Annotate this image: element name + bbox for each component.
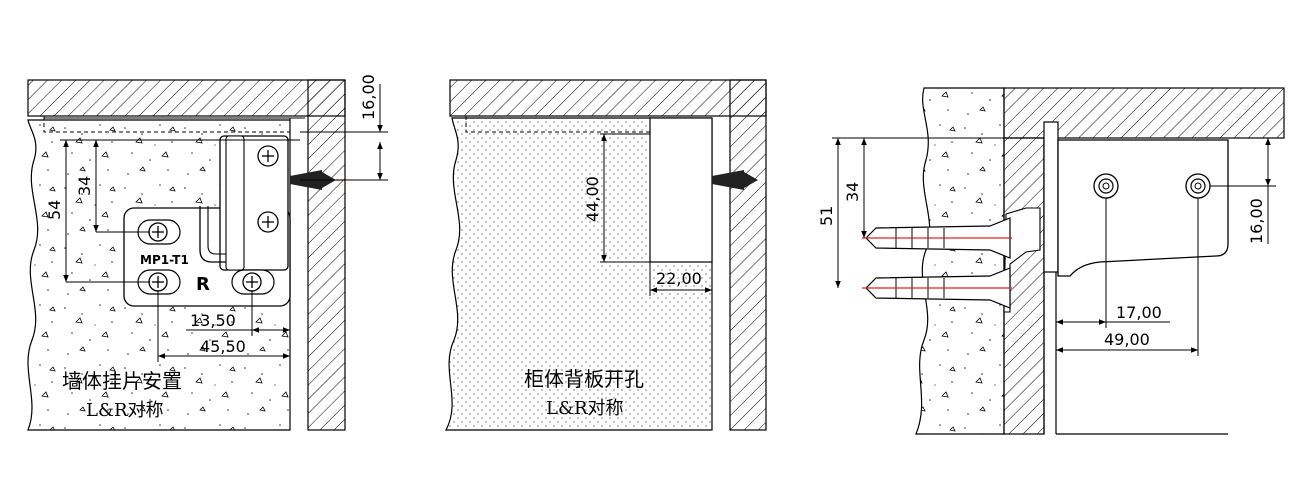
dim-34: 34 [843, 182, 862, 202]
caption-line-2: L&R对称 [546, 398, 624, 419]
dim-51: 51 [817, 206, 836, 226]
caption-line-1: 柜体背板开孔 [524, 367, 644, 391]
screw-icon [1185, 173, 1211, 199]
dim-54: 54 [45, 200, 64, 220]
caption-line-1: 墙体挂片安置 [62, 369, 182, 393]
concrete-wall [915, 87, 1005, 435]
side-section-view: 51 34 16,00 17,00 49,00 [817, 87, 1285, 435]
wall-anchor-icon [862, 217, 1012, 259]
cabinet-top-panel [27, 79, 346, 117]
cabinet-side-panel [729, 79, 767, 431]
wall-anchor-icon [862, 267, 1012, 309]
wall-bracket-view: MP1-T1 R 16,00 34 54 13,50 45,50 墙体挂片安置 … [27, 74, 388, 431]
cabinet-back-view: 44,00 22,00 柜体背板开孔 L&R对称 [445, 79, 767, 431]
screw-icon [1093, 173, 1119, 199]
dim-13-50: 13,50 [190, 311, 236, 330]
cabinet-side-panel [307, 79, 346, 431]
dim-34: 34 [75, 176, 94, 196]
wood-screw-icon [712, 170, 758, 190]
dim-16: 16,00 [359, 74, 378, 120]
dim-22-00: 22,00 [656, 269, 702, 288]
model-mark: MP1-T1 [140, 253, 189, 267]
cutout [649, 117, 713, 263]
side-mark: R [196, 274, 210, 295]
back-panel [445, 117, 713, 431]
screw-icon [137, 219, 181, 245]
dim-44-00: 44,00 [583, 176, 602, 222]
hinge-bracket [1057, 139, 1229, 277]
cabinet-top-panel [449, 79, 767, 117]
screw-icon [257, 211, 279, 233]
dim-17-00: 17,00 [1116, 303, 1162, 322]
caption-line-2: L&R对称 [86, 400, 164, 421]
dim-45-50: 45,50 [200, 337, 246, 356]
screw-icon [257, 145, 279, 167]
dim-16-00: 16,00 [1247, 198, 1266, 244]
dim-49-00: 49,00 [1104, 330, 1150, 349]
screw-icon [231, 269, 275, 295]
